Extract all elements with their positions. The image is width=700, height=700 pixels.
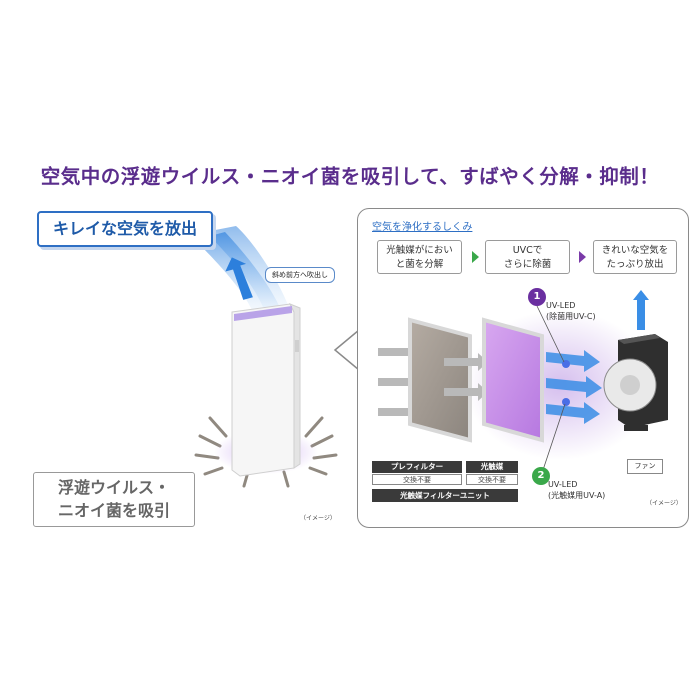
- fan-unit: [603, 334, 668, 431]
- step2-line1: UVCで: [512, 245, 543, 256]
- uv-led-1-badge: 1: [528, 288, 546, 306]
- image-note-left: （イメージ）: [300, 515, 336, 522]
- intake-label-line2: ニオイ菌を吸引: [57, 501, 170, 520]
- step2-line2: さらに除菌: [503, 259, 552, 270]
- image-note-right: （イメージ）: [646, 500, 682, 507]
- step-uvc: UVCで さらに除菌: [485, 240, 570, 274]
- air-purifier-unit: [231, 303, 301, 477]
- panel-title: 空気を浄化するしくみ: [372, 222, 473, 233]
- uv-led-1-label: UV-LED (除菌用UV-C): [546, 300, 596, 322]
- arrow-up-icon: [633, 290, 649, 330]
- chevron-right-icon: [579, 251, 586, 263]
- prefilter-panel: [408, 317, 472, 443]
- step3-line1: きれいな空気を: [601, 245, 669, 256]
- prefilter-no-replace: 交換不要: [372, 474, 462, 485]
- photocatalyst-panel: [482, 317, 544, 443]
- step3-line2: たっぷり放出: [606, 259, 664, 270]
- step-clean-air: きれいな空気を たっぷり放出: [593, 240, 677, 274]
- uv1-line1: UV-LED: [546, 301, 576, 310]
- step1-line1: 光触媒がにおい: [386, 245, 453, 256]
- uv-led-2-label: UV-LED (光触媒用UV-A): [548, 479, 605, 501]
- uv2-line1: UV-LED: [548, 480, 578, 489]
- uv-led-2-point: [562, 398, 570, 406]
- intake-label: 浮遊ウイルス・ ニオイ菌を吸引: [33, 472, 195, 527]
- clean-air-out-label: キレイな空気を放出: [37, 211, 213, 247]
- step-photocatalyst: 光触媒がにおい と菌を分解: [377, 240, 462, 274]
- filter-unit-tag: 光触媒フィルターユニット: [372, 489, 518, 502]
- arrow-up-icon: [225, 257, 253, 300]
- step1-line2: と菌を分解: [395, 259, 444, 270]
- uv-led-2-badge: 2: [532, 467, 550, 485]
- photocatalyst-no-replace: 交換不要: [466, 474, 518, 485]
- chevron-right-icon: [472, 251, 479, 263]
- photocatalyst-tag: 光触媒: [466, 461, 518, 473]
- uv1-line2: (除菌用UV-C): [546, 312, 596, 321]
- diagonal-blow-note: 斜め前方へ吹出し: [265, 267, 335, 283]
- fan-label: ファン: [627, 459, 663, 474]
- prefilter-tag: プレフィルター: [372, 461, 462, 473]
- intake-arrows: [378, 343, 420, 421]
- clean-air-arrows: [546, 350, 602, 424]
- intake-label-line1: 浮遊ウイルス・: [57, 478, 170, 497]
- headline: 空気中の浮遊ウイルス・ニオイ菌を吸引して、すばやく分解・抑制！: [40, 165, 660, 188]
- uv2-line2: (光触媒用UV-A): [548, 491, 606, 500]
